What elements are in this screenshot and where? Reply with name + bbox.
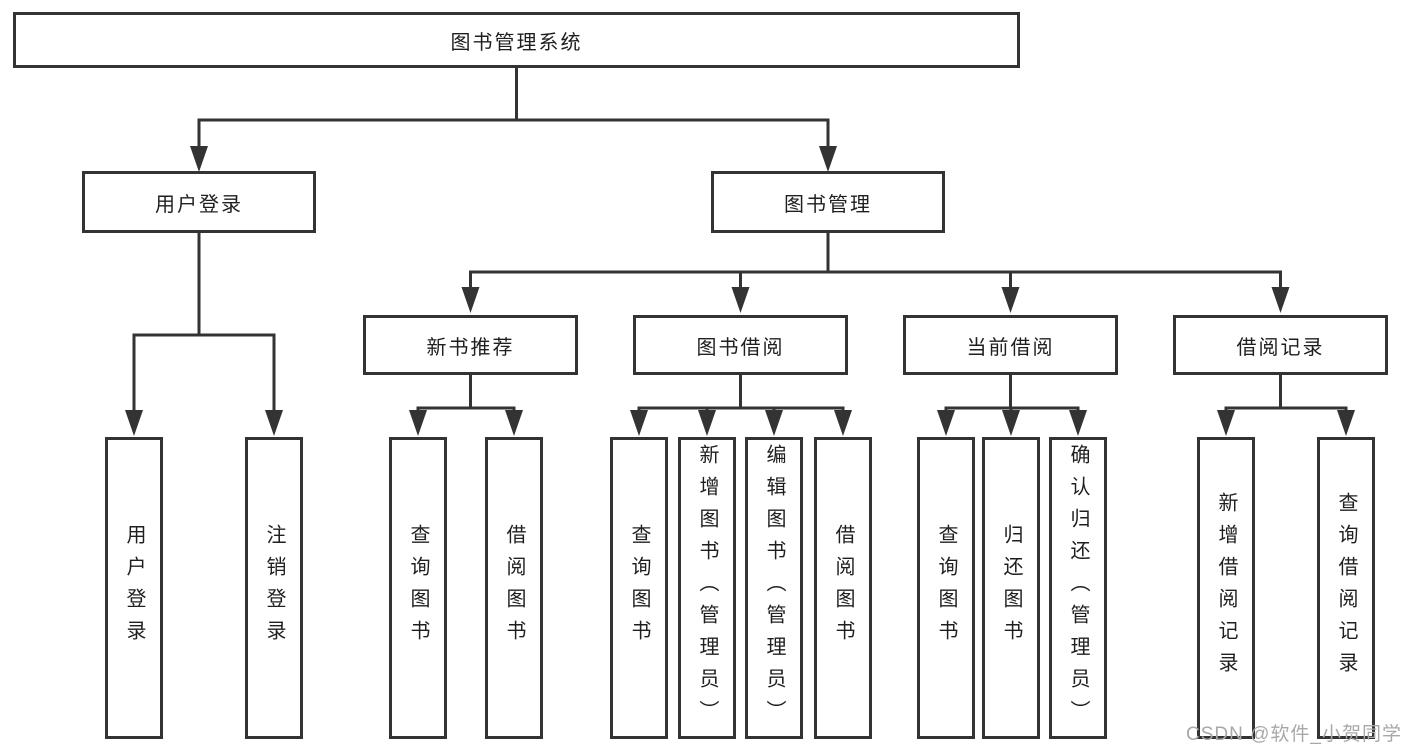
leaf-query-books-borrowing: 查询图书 (610, 437, 668, 739)
node-book-borrowing: 图书借阅 (633, 315, 848, 375)
leaf-confirm-return-admin: 确认归还（管理员） (1049, 437, 1107, 739)
node-new-book-recommend: 新书推荐 (363, 315, 578, 375)
node-borrowing-records: 借阅记录 (1173, 315, 1388, 375)
csdn-watermark: CSDN @软件_小贺同学 (1186, 724, 1402, 745)
node-library-management-system: 图书管理系统 (13, 12, 1020, 68)
node-user-login: 用户登录 (82, 171, 316, 233)
node-current-borrowing: 当前借阅 (903, 315, 1118, 375)
leaf-edit-book-admin: 编辑图书（管理员） (745, 437, 803, 739)
leaf-borrow-books-recommend: 借阅图书 (485, 437, 543, 739)
leaf-query-borrow-record: 查询借阅记录 (1317, 437, 1375, 739)
leaf-user-login: 用户登录 (105, 437, 163, 739)
leaf-borrow-books: 借阅图书 (814, 437, 872, 739)
leaf-query-books-current: 查询图书 (917, 437, 975, 739)
leaf-return-books: 归还图书 (982, 437, 1040, 739)
node-book-management: 图书管理 (711, 171, 945, 233)
leaf-add-borrow-record: 新增借阅记录 (1197, 437, 1255, 739)
leaf-add-book-admin: 新增图书（管理员） (678, 437, 736, 739)
leaf-query-books-recommend: 查询图书 (389, 437, 447, 739)
leaf-logout: 注销登录 (245, 437, 303, 739)
